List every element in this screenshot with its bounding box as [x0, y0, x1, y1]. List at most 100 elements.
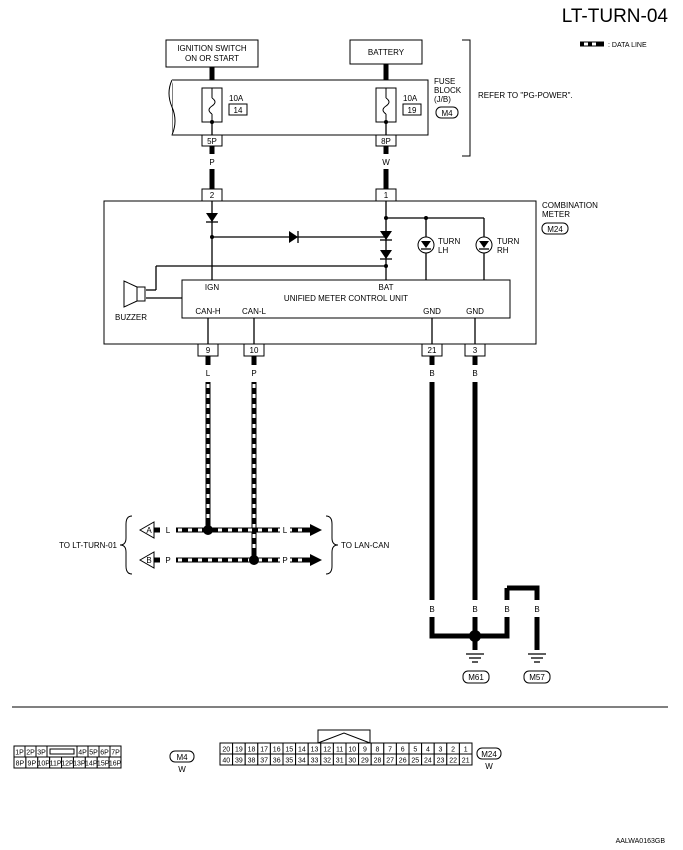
data-line-legend-label: : DATA LINE [608, 42, 647, 49]
connector-m24-pin: 38 [244, 753, 259, 766]
can-h-label: CAN-H [195, 307, 221, 316]
svg-text:4: 4 [426, 747, 430, 754]
connector-m4-pin: 6P [98, 745, 111, 758]
svg-text:37: 37 [260, 758, 268, 765]
fuse-block: 10A 14 10A 19 5P 8P FUSE BLOCK (J/B) M4 … [163, 39, 573, 157]
connector-m4-pin: 16P [108, 756, 122, 769]
can-l-label: CAN-L [242, 307, 267, 316]
svg-text:3: 3 [439, 747, 443, 754]
connector-m4-color: W [178, 765, 186, 774]
svg-text:10: 10 [348, 747, 356, 754]
svg-text:34: 34 [298, 758, 306, 765]
wire-color-b-1: B [429, 369, 434, 378]
turn-rh-label-1: TURN [497, 237, 519, 246]
svg-text:12P: 12P [61, 761, 74, 768]
turn-lh-label-1: TURN [438, 237, 460, 246]
fuse-right-amp: 10A [403, 94, 418, 103]
page-title: LT-TURN-04 [562, 6, 669, 27]
ignition-switch: IGNITION SWITCH ON OR START [165, 39, 259, 68]
connector-m24-pin: 11 [332, 742, 347, 755]
svg-text:19: 19 [235, 747, 243, 754]
connector-m24-pin: 35 [282, 753, 297, 766]
connector-m4-pin: 15P [96, 756, 110, 769]
svg-text:3P: 3P [37, 750, 46, 757]
connector-m24-pin: 1 [458, 742, 473, 755]
buzzer-label: BUZZER [115, 313, 147, 322]
connector-m4-pin: 8P [13, 756, 27, 769]
connector-m24-pin: 5 [408, 742, 423, 755]
connector-m24-pin: 4 [421, 742, 435, 755]
ground-wire-1: B [429, 605, 434, 614]
ground-wire-3: B [504, 605, 509, 614]
connector-m24-pin: 31 [332, 753, 347, 766]
fuse-block-label-2: BLOCK [434, 86, 462, 95]
svg-text:10P: 10P [37, 761, 50, 768]
svg-text:15: 15 [285, 747, 293, 754]
combination-meter-connector: M24 [547, 225, 563, 234]
ign-terminal-label: IGN [205, 283, 219, 292]
can-h-wire-left: L [166, 526, 171, 535]
connector-m4-pin: 9P [25, 756, 39, 769]
svg-text:7P: 7P [111, 750, 120, 757]
turn-rh-label-2: RH [497, 246, 509, 255]
combination-meter-label-2: METER [542, 210, 570, 219]
svg-text:6P: 6P [100, 750, 109, 757]
fuse-block-connector: M4 [441, 109, 453, 118]
battery: BATTERY [349, 39, 423, 65]
connector-m4-pin: 11P [49, 756, 63, 769]
svg-text:31: 31 [336, 758, 344, 765]
connector-m4-pin: 1P [13, 745, 26, 758]
to-lan-can: TO LAN-CAN [341, 541, 390, 550]
connector-m24-pin: 15 [282, 742, 297, 755]
wire-color-b-2: B [472, 369, 477, 378]
connector-m24-pin: 25 [408, 753, 423, 766]
ground-m61-label: M61 [468, 673, 484, 682]
svg-text:28: 28 [374, 758, 382, 765]
connector-m24-pin: 7 [383, 742, 397, 755]
meter-pin-ign: 2 [210, 191, 215, 200]
meter-pin-3: 3 [473, 346, 478, 355]
svg-text:27: 27 [386, 758, 394, 765]
connector-m24-pin: 27 [383, 753, 397, 766]
connector-m24-pin: 37 [257, 753, 271, 766]
connector-m24-pin: 30 [345, 753, 360, 766]
svg-text:5: 5 [413, 747, 417, 754]
connector-m24-pin: 13 [307, 742, 322, 755]
connector-m24-pin: 18 [244, 742, 259, 755]
svg-text:6: 6 [401, 747, 405, 754]
gnd-label-2: GND [466, 307, 484, 316]
gnd-label-1: GND [423, 307, 441, 316]
ignition-switch-label-2: ON OR START [185, 54, 239, 63]
svg-text:8P: 8P [16, 761, 25, 768]
battery-label: BATTERY [368, 48, 405, 57]
wire-color-w-top: W [382, 158, 390, 167]
svg-text:16: 16 [273, 747, 281, 754]
svg-text:18: 18 [248, 747, 256, 754]
connector-m24-pin: 36 [269, 753, 284, 766]
svg-text:12: 12 [323, 747, 331, 754]
ground-circuit: B B B B M61 M57 [429, 382, 551, 684]
connector-m24-latch [317, 729, 371, 744]
connector-m24-pin: 17 [257, 742, 271, 755]
ground-wire-2: B [472, 605, 477, 614]
connector-m4-pin: 14P [84, 756, 98, 769]
svg-text:20: 20 [222, 747, 230, 754]
meter-pin-bat: 1 [384, 191, 389, 200]
connector-m24-pin: 6 [395, 742, 410, 755]
connector-m24-pin: 19 [232, 742, 246, 755]
connector-m24-pin: 39 [232, 753, 246, 766]
fuse-left-terminal: 5P [207, 137, 217, 146]
wire-color-p-top: P [209, 158, 214, 167]
svg-text:39: 39 [235, 758, 243, 765]
wire-color-p: P [251, 369, 256, 378]
svg-text:17: 17 [260, 747, 268, 754]
connector-b-label: B [146, 556, 151, 565]
svg-text:1: 1 [464, 747, 468, 754]
svg-text:36: 36 [273, 758, 281, 765]
connector-m24-pin: 32 [320, 753, 334, 766]
ground-icon-m57 [528, 653, 546, 663]
svg-text:35: 35 [285, 758, 293, 765]
meter-pin-10: 10 [250, 346, 259, 355]
meter-pin-21: 21 [428, 346, 437, 355]
